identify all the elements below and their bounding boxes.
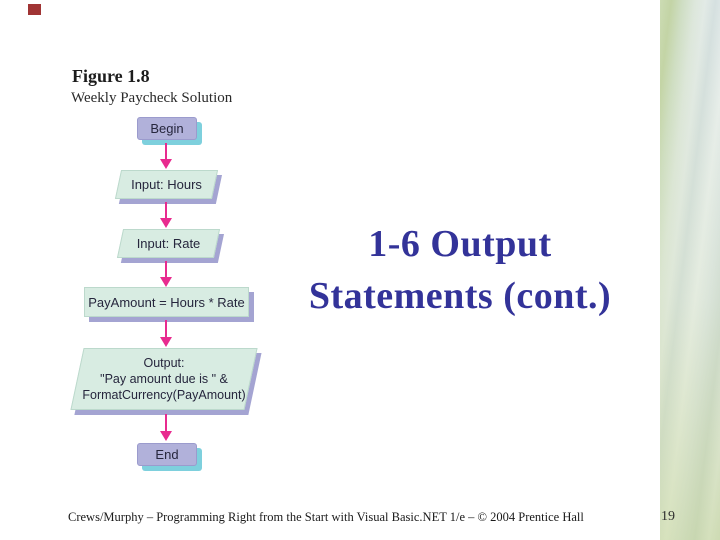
figure-label: Figure 1.8 <box>72 66 150 86</box>
flowchart-node-input-rate: Input: Rate <box>116 229 221 258</box>
flowchart-node-input-hours: Input: Hours <box>114 170 219 199</box>
node-label: Input: Hours <box>131 177 202 192</box>
page-number: 19 <box>661 509 675 524</box>
flow-arrow-4 <box>160 320 172 347</box>
decorative-side-strip <box>660 0 720 540</box>
flow-arrow-2 <box>160 202 172 228</box>
flowchart-node-process: PayAmount = Hours * Rate <box>84 287 249 317</box>
node-label: Input: Rate <box>136 236 201 251</box>
slide-title-line1: 1-6 Output <box>368 223 552 265</box>
red-accent-square <box>28 4 41 15</box>
flowchart-node-begin: Begin <box>137 117 197 140</box>
node-label: Output: "Pay amount due is " & FormatCur… <box>82 356 246 402</box>
slide-title: 1-6 Output Statements (cont.) <box>264 218 656 322</box>
flowchart-node-output: Output: "Pay amount due is " & FormatCur… <box>70 348 258 410</box>
flow-arrow-3 <box>160 261 172 287</box>
figure-subtitle: Weekly Paycheck Solution <box>71 90 233 106</box>
footer-credit: Crews/Murphy – Programming Right from th… <box>68 510 584 524</box>
flow-arrow-5 <box>160 414 172 441</box>
flow-arrow-1 <box>160 143 172 169</box>
flowchart-node-end: End <box>137 443 197 466</box>
slide-title-line2: Statements (cont.) <box>308 275 612 317</box>
